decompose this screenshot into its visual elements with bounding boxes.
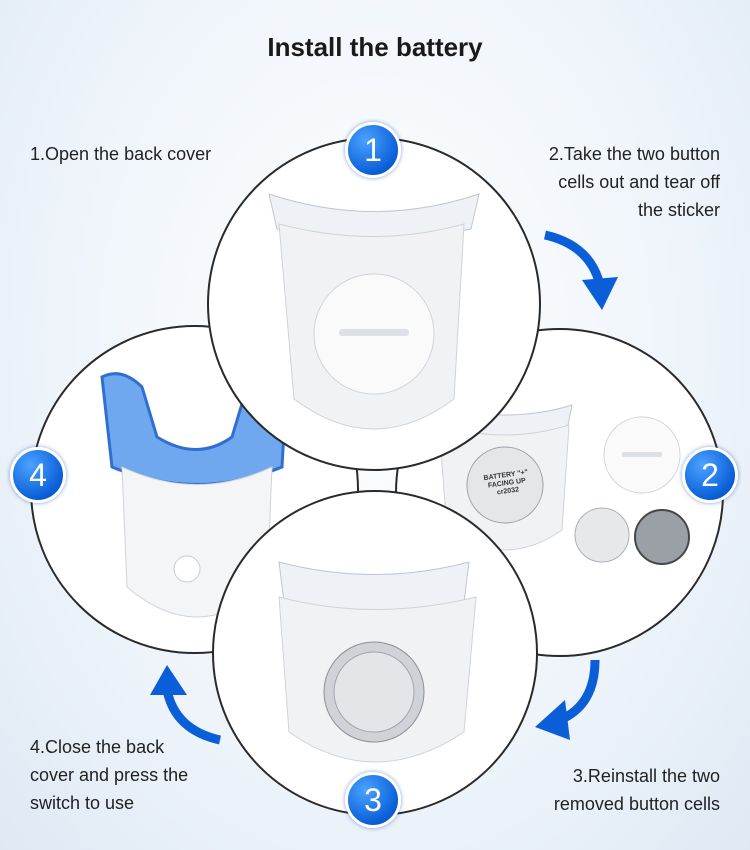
step-1-badge: 1 — [345, 122, 401, 178]
step-4-badge: 4 — [10, 447, 66, 503]
step-1-label: 1.Open the back cover — [30, 144, 212, 164]
step-3-badge: 3 — [345, 772, 401, 828]
step-2-label: 2.Take the two button cells out and tear… — [548, 144, 720, 220]
step-2-badge: 2 — [682, 447, 738, 503]
arrow-down-left-icon — [530, 655, 610, 745]
arrow-up-left-icon — [145, 660, 225, 750]
step-1-circle — [207, 137, 541, 471]
step-3-label: 3.Reinstall the two removed button cells — [553, 766, 720, 814]
arrow-down-right-icon — [540, 225, 620, 315]
step-4-label: 4.Close the back cover and press the swi… — [30, 737, 189, 813]
device-back-cover — [268, 193, 480, 430]
step-3-circle — [212, 490, 538, 816]
page-title: Install the battery — [267, 32, 483, 62]
device-with-battery-installed — [278, 561, 477, 763]
